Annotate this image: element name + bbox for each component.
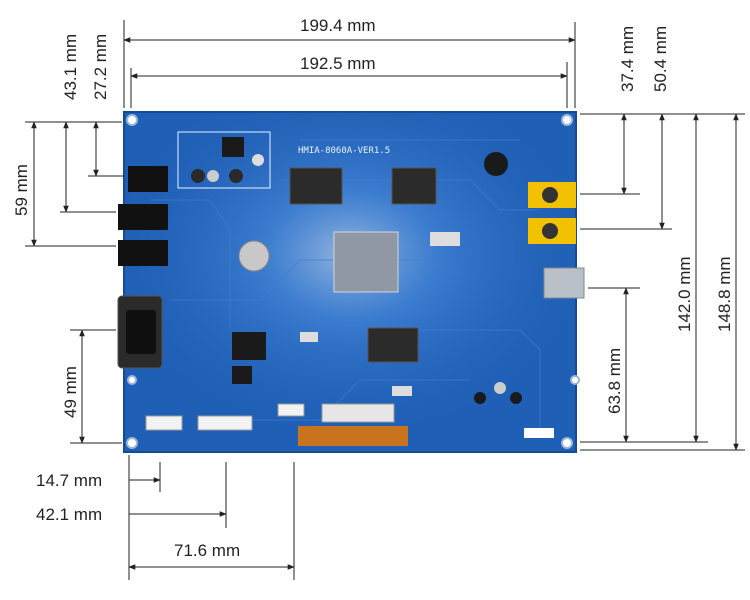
hole-right-mid (570, 375, 580, 385)
dim-bottom-left-height: 49 mm (61, 366, 80, 418)
rca-connector (528, 218, 576, 244)
capacitor (474, 392, 486, 404)
capacitor (252, 154, 264, 166)
pcb-board: HMIA-8060A-VER1.5 (117, 111, 585, 453)
dim-overall-height: 148.8 mm (715, 256, 734, 332)
dim-right-lower: 63.8 mm (605, 348, 624, 414)
hole-bottom-left (126, 437, 138, 449)
usb-connector (543, 267, 585, 299)
capacitor (510, 392, 522, 404)
dim-top-left-b: 27.2 mm (91, 34, 110, 100)
fpc-connector (321, 403, 395, 423)
pin-header (524, 428, 554, 438)
dim-left-height: 59 mm (12, 164, 31, 216)
capacitor (207, 170, 219, 182)
dim-top-left-a: 43.1 mm (61, 34, 80, 100)
dc-jack (118, 240, 168, 266)
crystal (300, 332, 318, 342)
ic-chip (232, 366, 252, 384)
dc-jack (118, 204, 168, 230)
dim-right-b: 50.4 mm (651, 26, 670, 92)
ribbon-cable (298, 426, 408, 446)
capacitor (494, 382, 506, 394)
ic-chip (391, 167, 437, 205)
ic-chip (232, 332, 266, 360)
dim-hole-span-width: 192.5 mm (300, 54, 376, 73)
dim-bottom-c: 71.6 mm (174, 541, 240, 560)
capacitor (191, 169, 205, 183)
rca-connector (528, 182, 576, 208)
dim-hole-span-height: 142.0 mm (675, 256, 694, 332)
dimension-lines (25, 20, 745, 580)
dim-overall-width: 199.4 mm (300, 16, 376, 35)
pin-header (197, 415, 253, 431)
ic-chip (289, 167, 343, 205)
main-processor (333, 231, 399, 293)
db9-port (126, 310, 156, 354)
buzzer (484, 152, 508, 176)
power-module-outline (177, 131, 271, 189)
crystal (392, 386, 412, 396)
hole-top-right (561, 114, 573, 126)
coin-battery (238, 240, 270, 272)
dim-bottom-a: 14.7 mm (36, 471, 102, 490)
hole-left-mid (127, 375, 137, 385)
hole-top-left (126, 114, 138, 126)
dim-right-a: 37.4 mm (618, 26, 637, 92)
capacitor (229, 169, 243, 183)
dimension-labels: 199.4 mm 192.5 mm 43.1 mm 27.2 mm 59 mm … (12, 16, 734, 560)
dc-jack (128, 166, 168, 192)
pin-header (277, 403, 305, 417)
crystal (430, 232, 460, 246)
board-label: HMIA-8060A-VER1.5 (298, 146, 390, 156)
pin-header (145, 415, 183, 431)
dim-bottom-b: 42.1 mm (36, 505, 102, 524)
mounting-holes (126, 114, 580, 449)
hole-bottom-right (561, 437, 573, 449)
ic-chip (367, 327, 419, 363)
regulator-chip (222, 137, 244, 157)
